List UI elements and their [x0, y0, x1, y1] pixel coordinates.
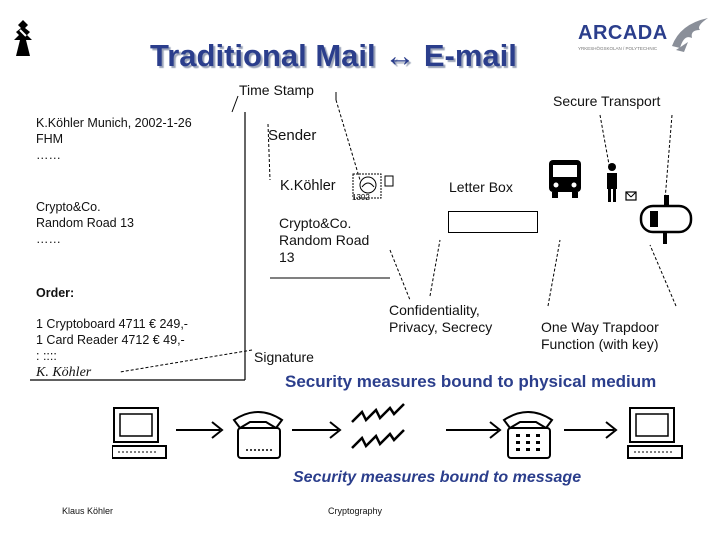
arrow-right-icon — [564, 421, 618, 439]
slide-title: Traditional Mail ↔ E-mail — [150, 38, 517, 73]
letter-header-line: …… — [36, 148, 61, 162]
lightning-icon — [351, 403, 405, 449]
physical-measures-label: Security measures bound to physical medi… — [285, 372, 657, 391]
letter-header: K.Köhler Munich, 2002-1-26 FHM …… — [36, 115, 192, 163]
envelope-address: Crypto&Co. Random Road 13 — [279, 215, 369, 266]
letter-header-line: FHM — [36, 132, 64, 146]
computer-icon — [112, 407, 167, 459]
bishop-logo-icon — [14, 20, 32, 56]
order-line: 1 Card Reader 4712 € 49,- — [36, 333, 185, 347]
letter-box-slot — [448, 211, 538, 233]
bus-icon — [549, 160, 581, 198]
one-way-line: One Way Trapdoor — [541, 319, 659, 335]
letter-header-line: K.Köhler Munich, 2002-1-26 — [36, 116, 192, 130]
footer-topic: Cryptography — [328, 506, 383, 516]
email-chain — [112, 403, 683, 459]
order-lines: 1 Cryptoboard 4711 € 249,- 1 Card Reader… — [36, 316, 188, 364]
envelope-address-line: Crypto&Co. — [279, 215, 352, 231]
confidentiality-line: Privacy, Secrecy — [389, 319, 493, 335]
mailbox-icon — [639, 195, 693, 244]
order-line: : :::: — [36, 349, 57, 363]
envelope-sender-name: K.Köhler — [280, 178, 336, 194]
arrow-right-icon — [292, 421, 342, 439]
computer-icon — [627, 407, 683, 459]
one-way-line: Function (with key) — [541, 336, 659, 352]
stamp-icon — [352, 173, 394, 199]
sender-label: Sender — [268, 127, 317, 144]
letter-recipient-line: Random Road 13 — [36, 216, 134, 230]
order-line: 1 Cryptoboard 4711 € 249,- — [36, 317, 188, 331]
confidentiality-label: Confidentiality, Privacy, Secrecy — [389, 302, 492, 336]
signature-label: Signature — [254, 349, 314, 365]
telephone-icon — [232, 411, 284, 459]
one-way-trapdoor-label: One Way Trapdoor Function (with key) — [541, 319, 659, 353]
letter-recipient-line: …… — [36, 232, 61, 246]
order-label-text: Order — [36, 286, 71, 300]
arcada-logo-subtitle: YRKESHÖGSKOLAN / POLYTECHNIC — [578, 46, 658, 51]
envelope-address-line: 13 — [279, 249, 295, 265]
order-label: Order: — [36, 286, 75, 300]
arrow-right-icon — [446, 421, 502, 439]
stamp-text: 1302 — [352, 193, 370, 202]
telephone-icon — [502, 411, 554, 459]
letter-recipient: Crypto&Co. Random Road 13 …… — [36, 199, 134, 247]
confidentiality-line: Confidentiality, — [389, 302, 480, 318]
letter-recipient-line: Crypto&Co. — [36, 200, 101, 214]
envelope-address-line: Random Road — [279, 232, 370, 248]
time-stamp-label: Time Stamp — [239, 82, 314, 98]
arcada-bird-icon — [672, 18, 708, 52]
message-measures-label: Security measures bound to message — [293, 469, 582, 486]
secure-transport-label: Secure Transport — [553, 93, 661, 109]
arrow-right-icon — [176, 421, 224, 439]
footer-author: Klaus Köhler — [62, 506, 114, 516]
mailman-icon — [607, 163, 637, 202]
arcada-logo: ARCADA YRKESHÖGSKOLAN / POLYTECHNIC — [578, 14, 710, 56]
letter-box-label: Letter Box — [449, 179, 513, 195]
letter-signature: K. Köhler — [36, 365, 92, 380]
arcada-logo-text: ARCADA — [578, 22, 668, 44]
